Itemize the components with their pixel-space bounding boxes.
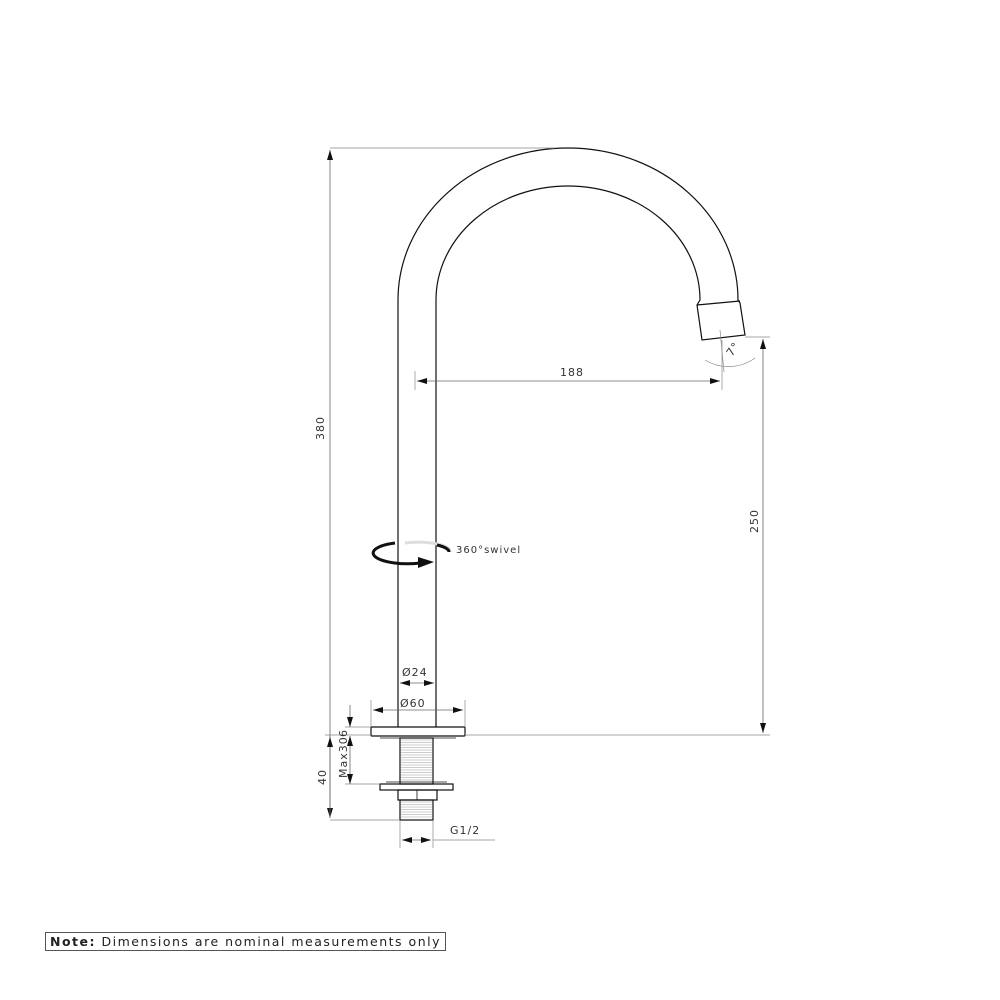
dim-6-label: 6	[337, 729, 350, 737]
lower-thread	[399, 799, 434, 821]
dim-24-label: Ø24	[402, 666, 428, 679]
hex-nut	[397, 789, 438, 801]
swivel-label: 360°swivel	[456, 545, 521, 556]
spout-tube	[397, 147, 746, 727]
note-box: Note: Dimensions are nominal measurement…	[45, 932, 446, 951]
dim-40-label: 40	[316, 769, 329, 785]
flange	[370, 726, 466, 737]
note-text: Dimensions are nominal measurements only	[96, 934, 441, 949]
backnut-washer	[379, 783, 454, 791]
dimension-arrows	[327, 150, 766, 843]
thread-hatching	[401, 739, 432, 818]
dim-380-label: 380	[314, 416, 327, 440]
swivel-arrow-icon	[371, 540, 452, 568]
spout-band	[696, 300, 741, 306]
dim-g12-label: G1/2	[450, 824, 480, 837]
dim-188-label: 188	[560, 366, 584, 379]
dim-250-label: 250	[748, 509, 761, 533]
dimension-lines	[325, 147, 770, 848]
dim-max30-label: Max30	[337, 736, 350, 778]
dim-60-label: Ø60	[400, 697, 426, 710]
note-label: Note:	[50, 934, 97, 949]
dim-7deg-label: 7°	[724, 339, 743, 358]
faucet-outline	[370, 147, 746, 821]
